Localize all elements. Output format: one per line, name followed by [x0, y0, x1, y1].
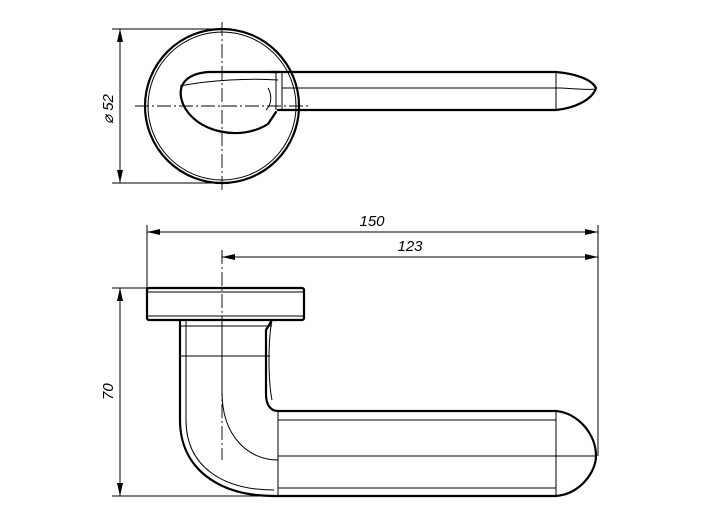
lever-arm-top [268, 70, 598, 112]
arrow-head [117, 483, 123, 496]
arrow-head [222, 254, 235, 260]
lever-shank-line [179, 78, 279, 87]
lever-length-label: 123 [397, 238, 423, 255]
side-view: 150 123 70 [100, 213, 599, 498]
top-view: ⌀ 52 [100, 22, 598, 190]
lever-neck-curve [265, 87, 272, 111]
height-label: 70 [100, 383, 117, 400]
lever-body-outline [178, 318, 598, 498]
lever-neck-line [185, 320, 275, 491]
arrow-head [117, 170, 123, 183]
lever-centre-line [282, 87, 597, 90]
diameter-label: ⌀ 52 [100, 93, 117, 124]
lever-neck-curve [268, 319, 273, 401]
arrow-head [585, 254, 598, 260]
arrow-head [117, 29, 123, 42]
arrow-head [147, 229, 160, 235]
lever-shank-top [179, 70, 280, 135]
arrow-head [117, 288, 123, 301]
arrow-head [585, 229, 598, 235]
overall-length-label: 150 [359, 213, 385, 230]
rosette-plate [145, 286, 306, 322]
